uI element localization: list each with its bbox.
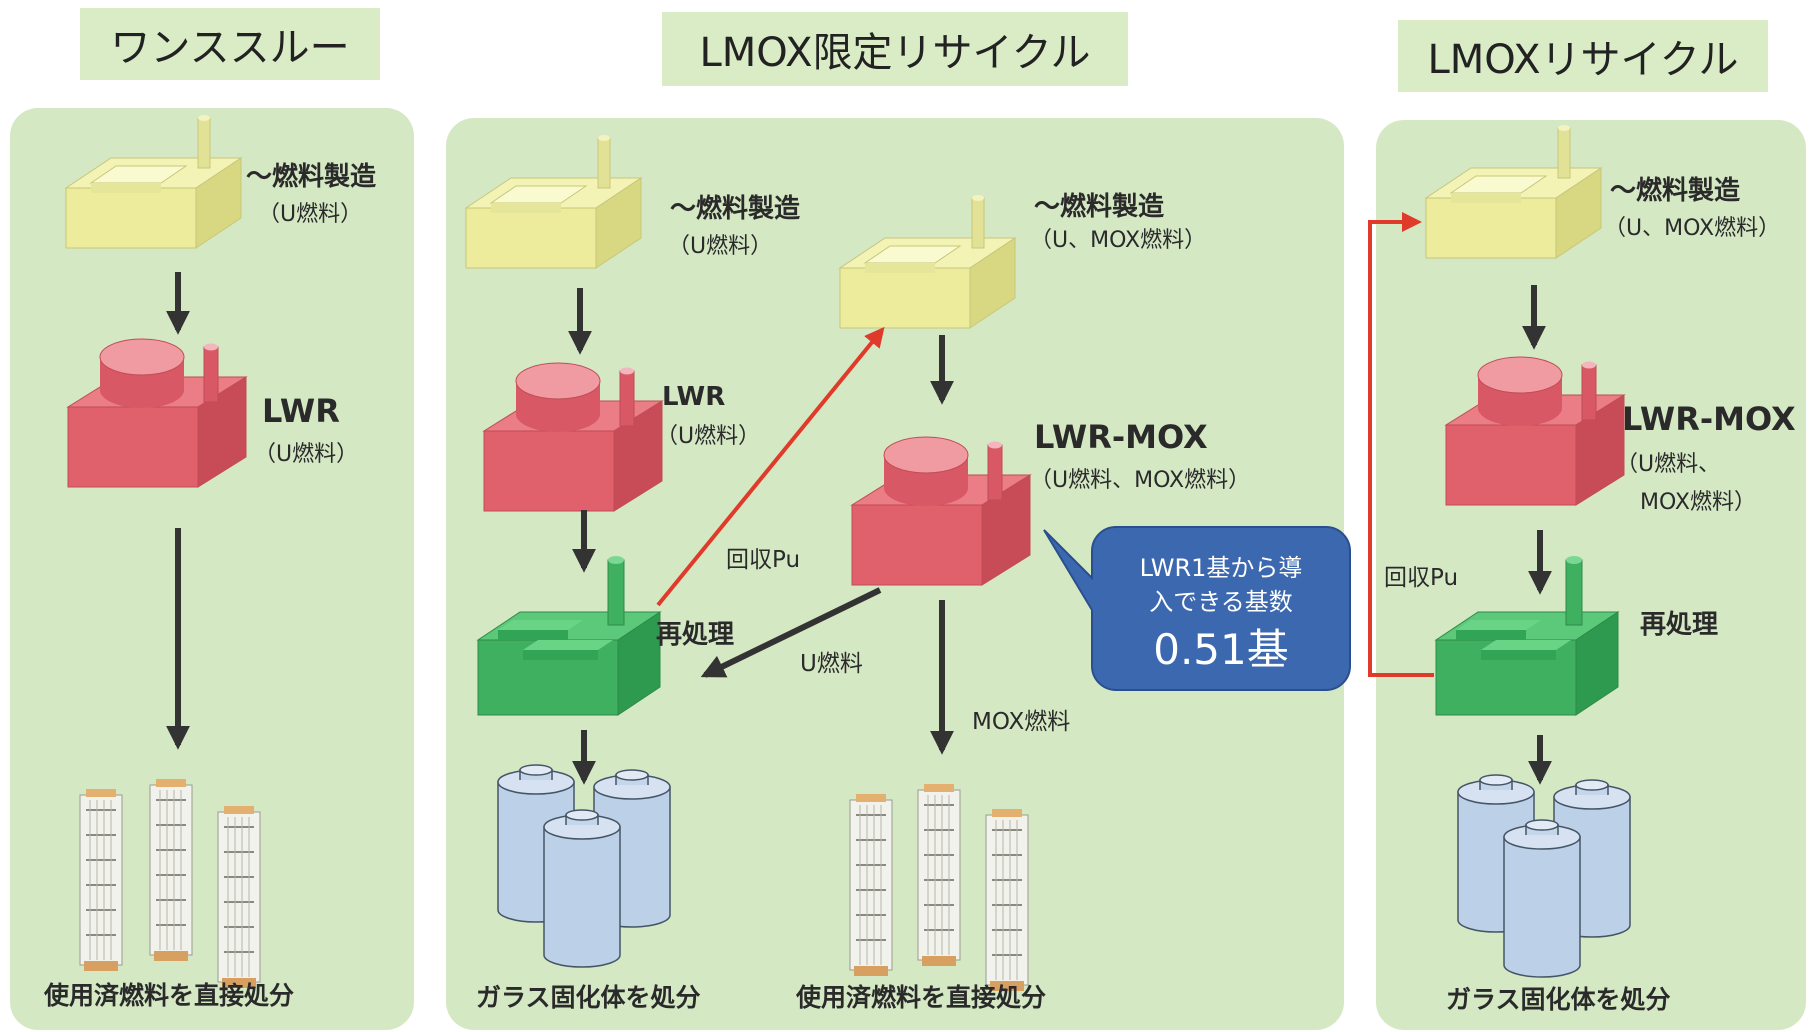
lwr-mox-label: LWR-MOX: [1034, 418, 1208, 456]
lwr-fuel-label: （U燃料）: [656, 424, 761, 449]
fuel-fabrication-plant-icon: [1425, 124, 1602, 259]
fab-label: 〜燃料製造: [1610, 176, 1741, 206]
fuel-fabrication-plant-icon: [465, 134, 642, 269]
reactor-label: LWR: [262, 392, 340, 430]
fab-label: 〜燃料製造: [246, 162, 377, 192]
lwr-reactor-icon: [67, 338, 247, 488]
disposal-label: 使用済燃料を直接処分: [44, 981, 295, 1010]
title-lmox-recycle: LMOXリサイクル: [1398, 20, 1768, 92]
mox-fuel-label: MOX燃料: [972, 709, 1071, 735]
fab1-label: 〜燃料製造: [670, 194, 801, 224]
glass-disposal-label: ガラス固化体を処分: [476, 983, 701, 1012]
lwr-reactor-icon: [483, 362, 663, 512]
fab2-fuel-label: （U、MOX燃料）: [1030, 228, 1207, 253]
recovered-pu-arrow: [656, 326, 885, 607]
glass-canister-icon: [543, 809, 621, 968]
fab1-fuel-label: （U燃料）: [668, 234, 773, 259]
fab-fuel-label: （U燃料）: [258, 202, 363, 227]
fuel-fabrication-plant-icon: [839, 194, 1016, 329]
fuel-fabrication-plant-icon: [65, 114, 242, 249]
glass-canister-icon: [1503, 819, 1581, 978]
u-fuel-return-arrow: [700, 587, 882, 678]
lwr-mox-fuel-label: （U燃料、MOX燃料）: [1030, 468, 1251, 493]
fab2-label: 〜燃料製造: [1034, 192, 1165, 222]
recovered-pu-label: 回収Pu: [1384, 565, 1459, 591]
callout-bubble: [1043, 526, 1351, 691]
callout-line-2: 入できる基数: [1149, 588, 1293, 616]
recovered-pu-arrow: [1368, 212, 1434, 677]
panel-once-through: [10, 108, 414, 1030]
fab-fuel-label: （U、MOX燃料）: [1604, 216, 1781, 241]
u-fuel-label: U燃料: [800, 651, 863, 677]
lwr-mox-label: LWR-MOX: [1622, 400, 1796, 438]
spent-fuel-assembly-icon: [985, 808, 1029, 992]
spent-fuel-assembly-icon: [149, 778, 193, 962]
lwr-label: LWR: [662, 382, 726, 412]
lwr-mox-fuel-label-2: MOX燃料）: [1640, 490, 1756, 515]
title-once-through: ワンススルー: [80, 8, 380, 80]
direct-disposal-label: 使用済燃料を直接処分: [796, 983, 1047, 1012]
recovered-pu-label: 回収Pu: [726, 547, 801, 573]
callout-value: 0.51基: [1153, 625, 1289, 674]
spent-fuel-assembly-icon: [217, 805, 261, 989]
title-lmox-limited: LMOX限定リサイクル: [662, 12, 1128, 86]
reprocess-label: 再処理: [656, 620, 735, 650]
lwr-mox-reactor-icon: [851, 436, 1031, 586]
glass-disposal-label: ガラス固化体を処分: [1446, 985, 1671, 1014]
callout-line-1: LWR1基から導: [1139, 554, 1303, 582]
spent-fuel-assembly-icon: [79, 788, 123, 972]
lwr-mox-fuel-label-1: （U燃料、: [1616, 452, 1721, 477]
reprocessing-plant-icon: [1435, 555, 1619, 716]
spent-fuel-assembly-icon: [849, 793, 893, 977]
lwr-mox-reactor-icon: [1445, 356, 1625, 506]
spent-fuel-assembly-icon: [917, 783, 961, 967]
reprocessing-plant-icon: [477, 555, 661, 716]
reactor-fuel-label: （U燃料）: [254, 442, 359, 467]
reprocess-label: 再処理: [1640, 610, 1719, 640]
